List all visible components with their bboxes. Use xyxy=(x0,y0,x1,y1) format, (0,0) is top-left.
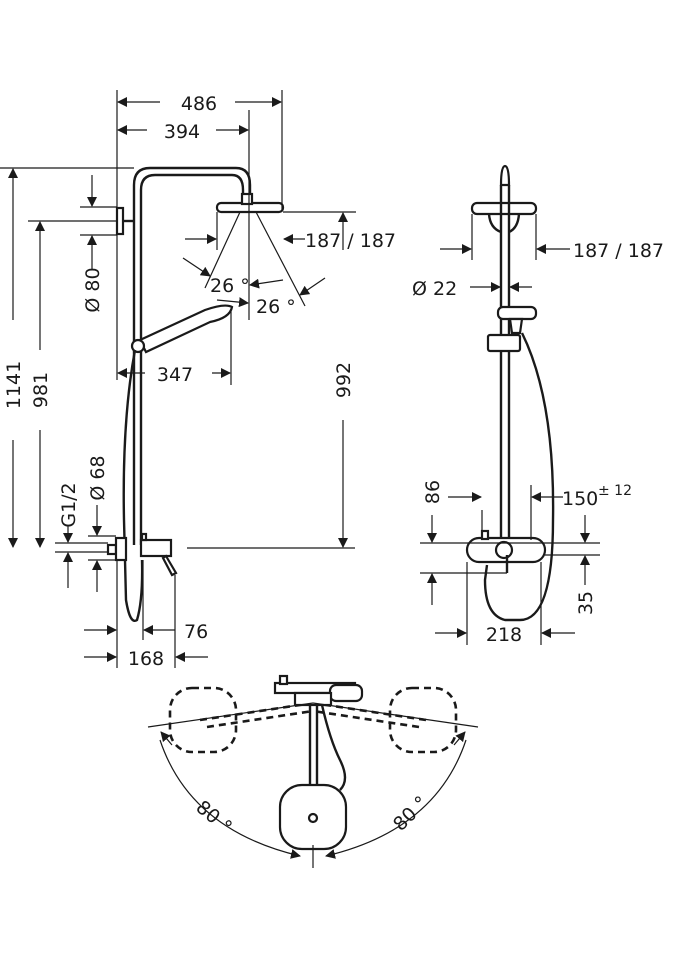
top-view: 80 ° 80 ° xyxy=(147,674,479,868)
dim-168: 168 xyxy=(128,648,164,670)
dim-thread-g12: G1/2 xyxy=(58,482,80,527)
dim-992: 992 xyxy=(333,362,355,398)
dim-347: 347 xyxy=(157,364,193,386)
dim-head-size: 187 / 187 xyxy=(305,230,396,252)
side-hand-shower-holder xyxy=(496,305,538,321)
wall-bracket xyxy=(115,206,125,236)
head-position-right xyxy=(388,686,458,754)
head-position-left xyxy=(168,686,238,754)
dim-981: 981 xyxy=(30,372,52,408)
side-dim-218: 218 xyxy=(486,624,522,646)
dim-diameter-80: Ø 80 xyxy=(82,267,104,312)
side-overhead-head xyxy=(470,201,538,216)
dim-486: 486 xyxy=(181,93,217,115)
side-dim-86: 86 xyxy=(422,480,444,504)
dim-76: 76 xyxy=(184,621,208,643)
dim-spray-angle-left: 26 ° xyxy=(210,275,250,297)
dim-diameter-68: Ø 68 xyxy=(87,455,109,500)
shower-hose xyxy=(122,349,144,622)
dim-spray-angle-right: 26 ° xyxy=(256,296,296,318)
dim-394: 394 xyxy=(164,121,200,143)
side-shower-hose xyxy=(483,332,555,622)
front-view: 486 394 1141 981 Ø 80 992 187 / 187 2 xyxy=(0,90,396,670)
side-dim-35: 35 xyxy=(575,591,597,615)
side-dim-diameter-22: Ø 22 xyxy=(412,278,457,300)
side-dim-150: 150 xyxy=(562,488,598,510)
side-dim-head-size: 187 / 187 xyxy=(573,240,664,262)
side-view: 187 / 187 Ø 22 86 150 ± 12 35 218 xyxy=(412,164,664,646)
shower-pipe xyxy=(132,166,252,545)
dim-1141: 1141 xyxy=(3,361,25,409)
side-mixer xyxy=(465,529,547,573)
side-dim-tolerance: ± 12 xyxy=(598,483,632,499)
hand-shower xyxy=(130,304,234,354)
thermostat-mixer xyxy=(106,532,178,577)
